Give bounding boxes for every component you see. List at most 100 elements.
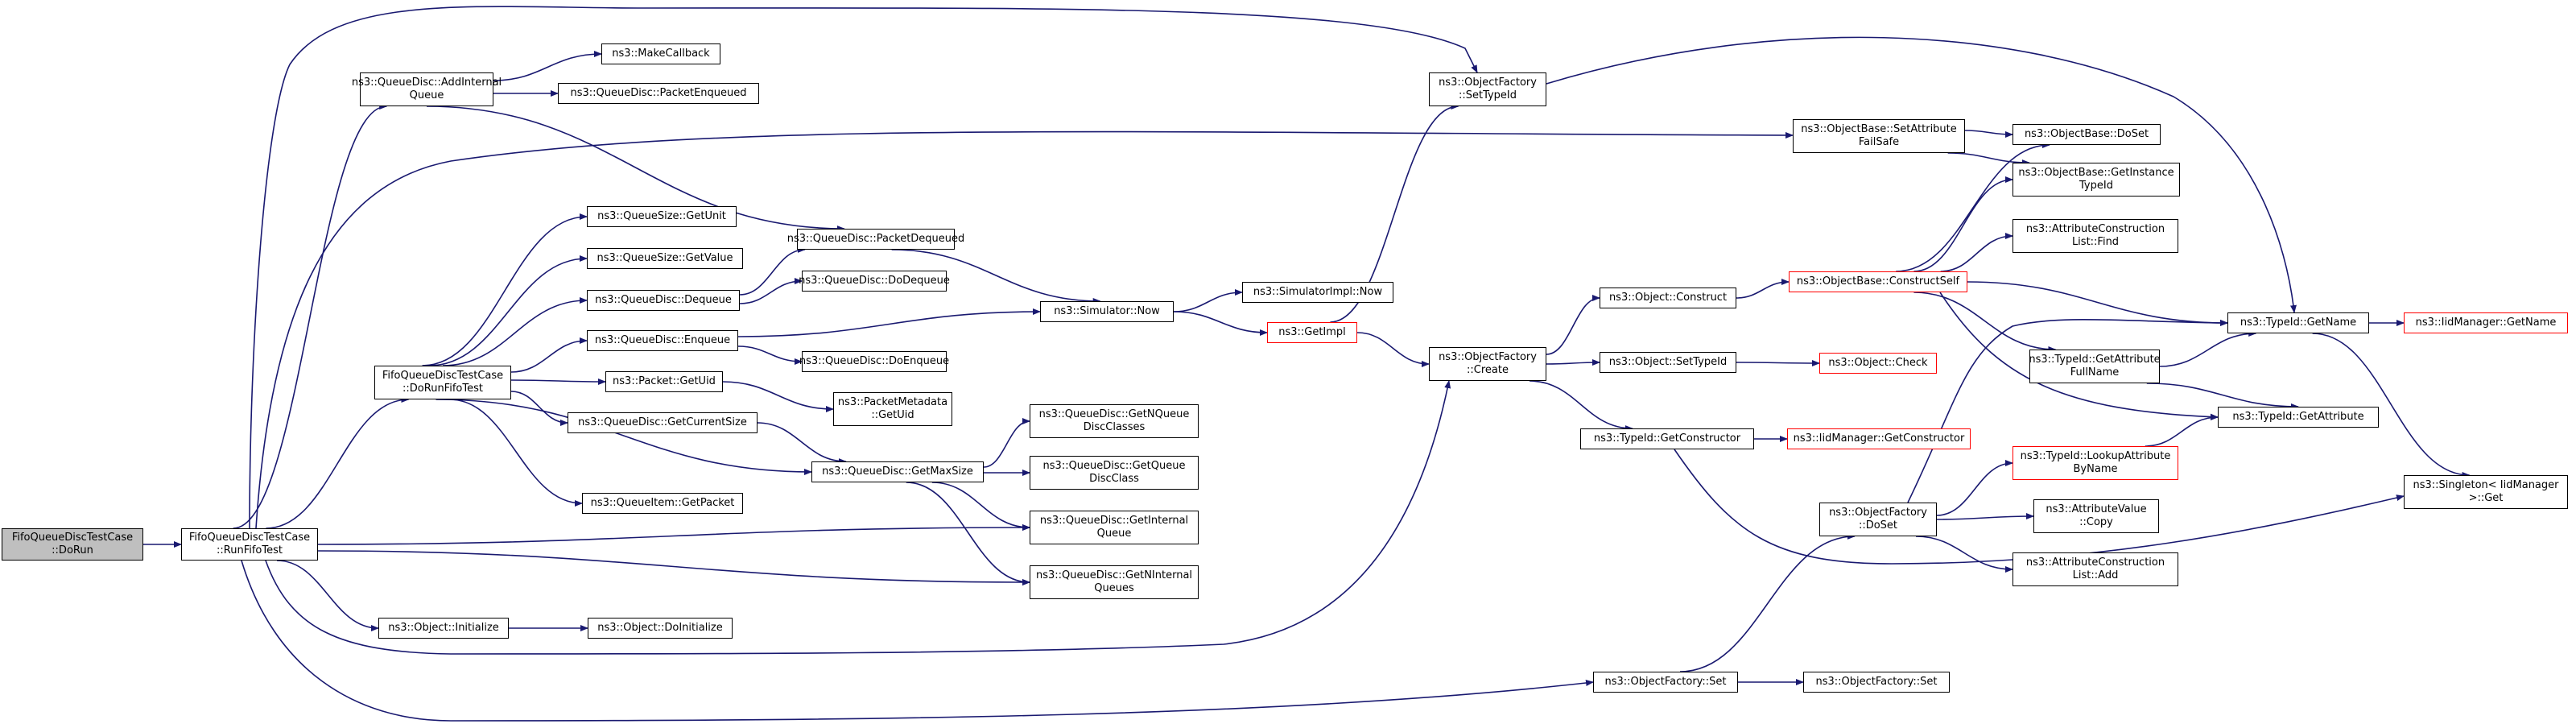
node-tid-get-constructor[interactable]: ns3::TypeId::GetConstructor [1580,428,1754,449]
node-obj-initialize[interactable]: ns3::Object::Initialize [378,618,509,639]
node-label-line: ns3::IidManager::GetConstructor [1793,432,1965,445]
node-of-set-type-id[interactable]: ns3::ObjectFactory::SetTypeId [1429,72,1546,106]
node-label-line: ns3::QueueDisc::Enqueue [594,334,731,346]
edge-of-create-to-obj-set-type-id [1546,359,1600,366]
node-label-line: ns3::SimulatorImpl::Now [1253,286,1383,298]
edge-of-do-set-to-tid-get-name [1907,319,2228,503]
node-tid-get-attribute[interactable]: ns3::TypeId::GetAttribute [2218,407,2379,428]
node-get-max-size[interactable]: ns3::QueueDisc::GetMaxSize [811,461,984,482]
node-label-line: ns3::AttributeValue [2046,503,2147,515]
node-label-line: Queue [1096,527,1132,540]
edge-do-run-fifo-test-to-qs-get-value [428,255,588,366]
node-get-impl[interactable]: ns3::GetImpl [1267,322,1357,343]
node-label-line: ns3::ObjectBase::GetInstance [2018,167,2174,179]
edge-ob-construct-self-to-tid-get-attribute [1939,292,2219,420]
node-make-callback[interactable]: ns3::MakeCallback [601,43,720,64]
node-av-copy[interactable]: ns3::AttributeValue::Copy [2033,499,2159,533]
node-do-enqueue[interactable]: ns3::QueueDisc::DoEnqueue [799,351,950,372]
edge-get-impl-to-of-set-type-id [1330,103,1459,323]
node-label-line: ns3::TypeId::LookupAttribute [2020,450,2171,462]
node-obj-do-initialize[interactable]: ns3::Object::DoInitialize [588,618,733,639]
edge-tid-lookup-attr-to-tid-get-attribute [2145,414,2219,447]
node-qd-dequeue[interactable]: ns3::QueueDisc::Dequeue [587,290,740,311]
node-packet-enqueued[interactable]: ns3::QueueDisc::PacketEnqueued [558,83,759,104]
node-qs-get-value[interactable]: ns3::QueueSize::GetValue [587,248,743,269]
node-label-line: Queue [409,89,444,101]
edge-get-max-size-to-get-n-queue-disc-classes [983,418,1030,468]
node-label-line: ::RunFifoTest [217,544,283,556]
node-label-line: ns3::TypeId::GetConstructor [1593,432,1741,445]
edge-obj-set-type-id-to-obj-check [1736,359,1820,366]
node-qd-enqueue[interactable]: ns3::QueueDisc::Enqueue [587,330,738,351]
node-ob-do-set[interactable]: ns3::ObjectBase::DoSet [2013,124,2161,145]
node-label-line: ns3::TypeId::GetAttribute [2232,411,2364,423]
node-obj-check[interactable]: ns3::Object::Check [1819,353,1937,374]
node-do-run-fifo-test[interactable]: FifoQueueDiscTestCase::DoRunFifoTest [374,366,511,399]
node-of-set2[interactable]: ns3::ObjectFactory::Set [1803,672,1950,693]
edge-ob-set-attr-fail-safe-to-ob-do-set [1964,130,2013,138]
node-sim-impl-now[interactable]: ns3::SimulatorImpl::Now [1242,282,1393,303]
node-tid-get-name[interactable]: ns3::TypeId::GetName [2227,312,2369,333]
node-label-line: ns3::Object::Construct [1608,292,1728,304]
node-of-set[interactable]: ns3::ObjectFactory::Set [1593,672,1738,693]
node-of-do-set[interactable]: ns3::ObjectFactory::DoSet [1819,503,1937,536]
node-label-line: ns3::ObjectFactory [1829,507,1927,519]
edge-qd-dequeue-to-do-dequeue [739,278,803,304]
node-ob-construct-self[interactable]: ns3::ObjectBase::ConstructSelf [1789,271,1967,292]
node-obj-construct[interactable]: ns3::Object::Construct [1600,288,1736,308]
edge-tid-get-constructor-to-singleton-get [1674,449,2405,565]
node-label-line: ns3::Object::Initialize [388,622,499,634]
node-do-dequeue[interactable]: ns3::QueueDisc::DoDequeue [799,271,950,292]
node-of-create[interactable]: ns3::ObjectFactory::Create [1429,347,1546,381]
node-iid-get-constructor[interactable]: ns3::IidManager::GetConstructor [1787,428,1971,449]
node-label-line: FailSafe [1858,136,1900,148]
node-label-line: ns3::QueueDisc::DoDequeue [799,275,950,287]
node-packet-dequeued[interactable]: ns3::QueueDisc::PacketDequeued [787,229,964,250]
node-qs-get-unit[interactable]: ns3::QueueSize::GetUnit [587,206,737,227]
node-label-line: ns3::QueueDisc::DoEnqueue [799,355,950,367]
node-label-line: ns3::ObjectFactory::Set [1604,676,1727,688]
edge-run-fifo-test-to-do-run-fifo-test [266,396,410,529]
node-iid-get-name[interactable]: ns3::IidManager::GetName [2404,312,2568,333]
node-sim-now[interactable]: ns3::Simulator::Now [1040,301,1174,322]
node-pm-get-uid[interactable]: ns3::PacketMetadata::GetUid [833,392,952,426]
node-qd-get-current-size[interactable]: ns3::QueueDisc::GetCurrentSize [568,412,758,433]
edge-sim-now-to-sim-impl-now [1173,289,1243,312]
edge-tid-get-name-to-singleton-get [2312,333,2471,478]
node-label-line: ::DoRunFifoTest [402,383,483,395]
node-qi-get-packet[interactable]: ns3::QueueItem::GetPacket [582,493,743,514]
node-label-line: DiscClasses [1083,421,1146,433]
edge-get-impl-to-of-create [1356,332,1430,367]
edge-of-set-type-id-to-tid-get-name [1546,36,2297,313]
node-label-line: TypeId [2079,180,2113,192]
node-label-line: ::GetUid [871,409,914,421]
edge-do-run-fifo-test-to-pkt-get-uid [510,378,606,385]
node-obj-set-type-id[interactable]: ns3::Object::SetTypeId [1600,352,1736,373]
edge-add-internal-queue-to-packet-dequeued [426,105,845,232]
edge-do-run-fifo-test-to-qd-enqueue [510,337,588,373]
node-label-line: ns3::TypeId::GetAttribute [2029,354,2161,366]
edge-qd-enqueue-to-do-enqueue [737,345,803,365]
node-label-line: FifoQueueDiscTestCase [188,532,311,544]
node-label-line: ns3::AttributeConstruction [2025,223,2165,235]
node-do-run: FifoQueueDiscTestCase::DoRun [2,528,143,561]
node-pkt-get-uid[interactable]: ns3::Packet::GetUid [605,371,723,392]
node-run-fifo-test[interactable]: FifoQueueDiscTestCase::RunFifoTest [181,528,318,561]
node-label-line: ns3::QueueDisc::PacketEnqueued [570,87,747,99]
node-label-line: ns3::QueueDisc::GetMaxSize [822,465,973,478]
node-label-line: ByName [2073,463,2118,475]
edge-ob-construct-self-to-tid-get-name [1967,281,2228,326]
node-singleton-get[interactable]: ns3::Singleton< IidManager>::Get [2404,475,2568,509]
